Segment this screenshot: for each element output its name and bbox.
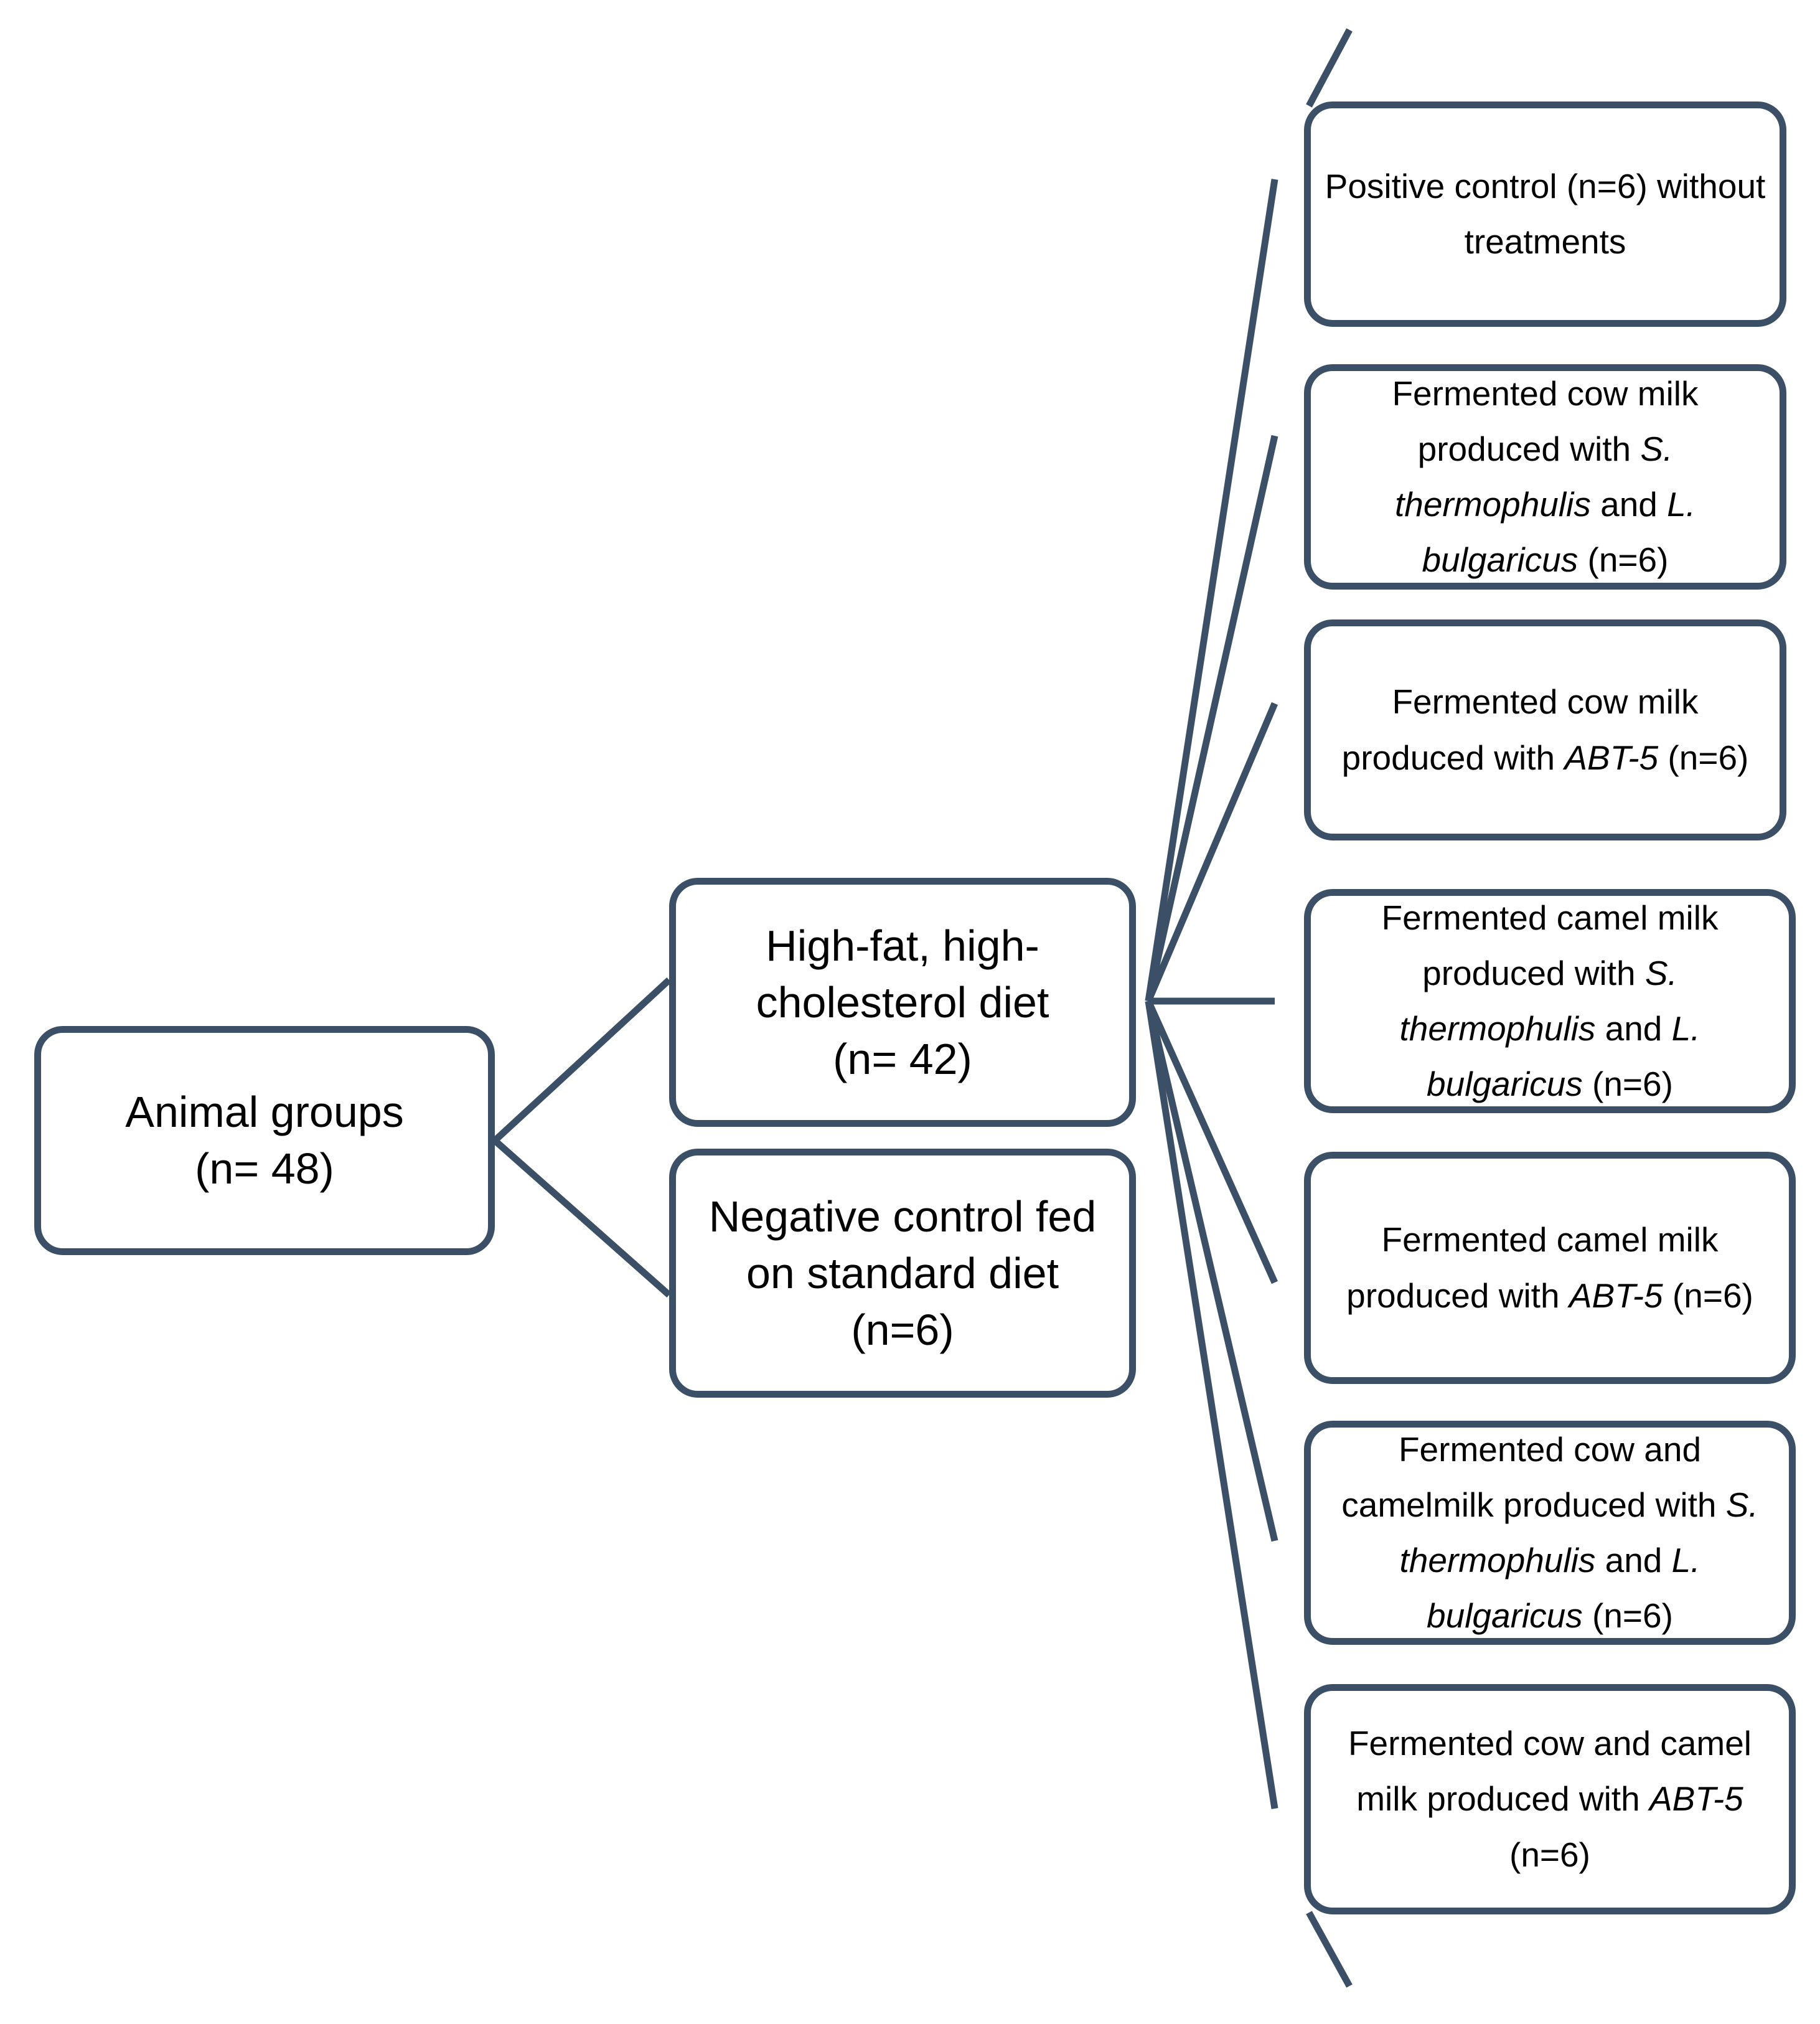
node-camel-milk-st-lb[interactable]: Fermented camel milk produced with S. th… xyxy=(1304,889,1796,1113)
edge-hub-to-cowcamel-abt5 xyxy=(1145,1000,1278,1809)
node-animal-groups-label: Animal groups (n= 48) xyxy=(125,1088,404,1193)
node-camel-milk-st-lb-label: Fermented camel milk produced with S. th… xyxy=(1381,898,1719,1104)
node-cow-milk-st-lb[interactable]: Fermented cow milk produced with S. ther… xyxy=(1304,364,1786,590)
node-negative-control[interactable]: Negative control fed on standard diet (n… xyxy=(669,1149,1136,1398)
edge-hub-to-camel-abt5 xyxy=(1145,999,1278,1284)
node-cow-camel-milk-st-lb-label: Fermented cow and camelmilk produced wit… xyxy=(1341,1429,1758,1636)
node-camel-milk-abt5-label: Fermented camel milk produced with ABT-5… xyxy=(1346,1220,1753,1315)
node-camel-milk-abt5[interactable]: Fermented camel milk produced with ABT-5… xyxy=(1304,1152,1796,1384)
edge-hub-to-cow-st-lb xyxy=(1145,435,1278,1002)
node-cow-milk-abt5-label: Fermented cow milk produced with ABT-5 (… xyxy=(1341,682,1749,777)
edge-tail-top xyxy=(1306,28,1353,108)
node-cow-camel-milk-abt5-label: Fermented cow and camel milk produced wi… xyxy=(1348,1724,1752,1874)
node-cow-camel-milk-st-lb[interactable]: Fermented cow and camelmilk produced wit… xyxy=(1304,1421,1796,1645)
node-high-fat-diet-label: High-fat, high- cholesterol diet (n= 42) xyxy=(756,921,1049,1083)
edge-root-to-negative xyxy=(492,1137,672,1298)
edge-hub-to-cowcamel-st-lb xyxy=(1145,1000,1278,1542)
node-high-fat-diet[interactable]: High-fat, high- cholesterol diet (n= 42) xyxy=(669,878,1136,1127)
edge-hub-to-positive-control xyxy=(1145,179,1278,1002)
edge-tail-bottom xyxy=(1306,1911,1353,1988)
node-animal-groups[interactable]: Animal groups (n= 48) xyxy=(34,1026,495,1255)
edge-root-to-highfat xyxy=(492,977,672,1144)
node-cow-camel-milk-abt5[interactable]: Fermented cow and camel milk produced wi… xyxy=(1304,1684,1796,1914)
node-cow-milk-abt5[interactable]: Fermented cow milk produced with ABT-5 (… xyxy=(1304,619,1786,840)
node-positive-control[interactable]: Positive control (n=6) without treatment… xyxy=(1304,101,1786,327)
node-positive-control-label: Positive control (n=6) without treatment… xyxy=(1325,166,1766,261)
node-negative-control-label: Negative control fed on standard diet (n… xyxy=(708,1192,1097,1354)
node-cow-milk-st-lb-label: Fermented cow milk produced with S. ther… xyxy=(1392,374,1699,580)
edge-hub-to-cow-abt5 xyxy=(1145,702,1278,1003)
